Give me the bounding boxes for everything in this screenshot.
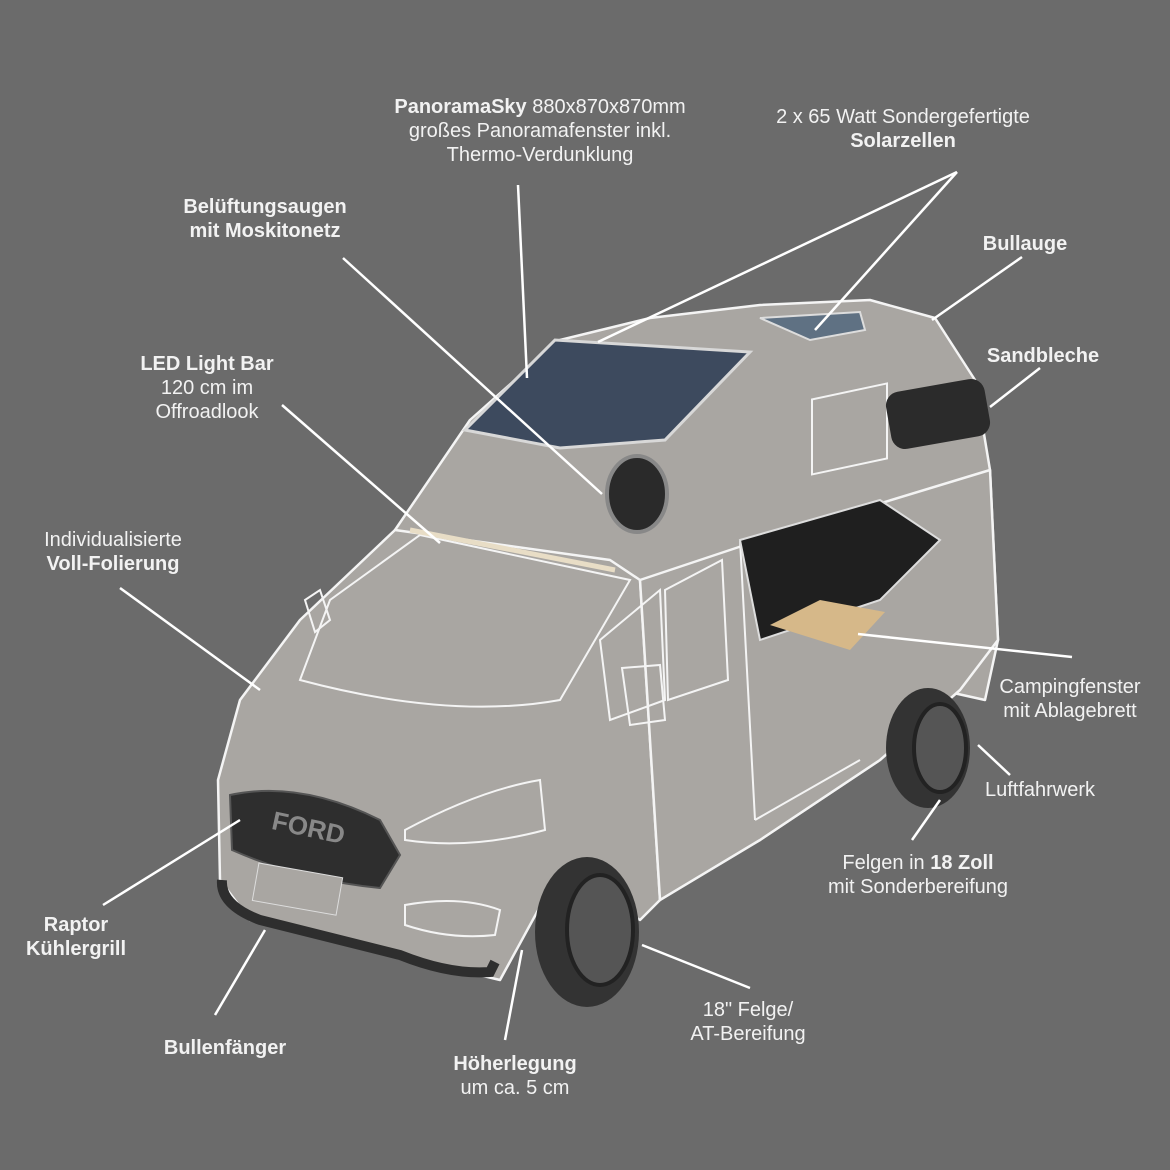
label-bullauge: Bullauge — [982, 233, 1068, 255]
label-felge18: 18" Felge/ AT-Bereifung — [690, 998, 805, 1046]
label-hoeherlegung-title: Höherlegung — [453, 1053, 577, 1075]
label-raptor: Raptor Kühlergrill — [26, 913, 126, 961]
arrow-panorama — [516, 184, 529, 379]
label-hoeherlegung-line2: um ca. 5 cm — [460, 1077, 570, 1099]
label-folierung: Individualisierte Voll-Folierung — [44, 528, 182, 576]
arrow-belueftung — [342, 257, 603, 495]
headlight — [404, 778, 547, 845]
label-campingfenster-line2: mit Ablagebrett — [1003, 700, 1137, 722]
label-panoramasky-line3: Thermo-Verdunklung — [446, 144, 634, 166]
label-felgen-pre: Felgen in — [842, 852, 931, 874]
bull-bar — [216, 879, 500, 978]
rear-wheel — [886, 688, 970, 808]
shelf-board — [770, 600, 885, 650]
license-plate — [251, 862, 344, 916]
front-wheel — [535, 857, 639, 1007]
label-felgen-size: 18 Zoll — [930, 852, 994, 874]
sand-ladders — [885, 378, 991, 450]
arrow-bullenfaenger — [213, 929, 267, 1016]
label-felgen-line2: mit Sonderbereifung — [827, 876, 1009, 898]
label-solar-title: Solarzellen — [850, 130, 956, 152]
label-raptor-line1: Raptor — [43, 914, 109, 936]
label-folierung-line1: Individualisierte — [44, 529, 182, 551]
arrow-bullauge — [931, 255, 1023, 322]
mirror — [303, 588, 332, 634]
arrow-led — [281, 404, 441, 544]
label-panoramasky-size: 880x870x870mm — [526, 96, 686, 118]
porthole — [605, 454, 669, 534]
label-panoramasky: PanoramaSky 880x870x870mm großes Panoram… — [394, 95, 685, 167]
label-led-line2: 120 cm im — [160, 377, 254, 399]
label-luftfahrwerk: Luftfahrwerk — [984, 779, 1096, 801]
arrow-luftfahrwerk — [977, 744, 1011, 776]
arrow-solar-1 — [597, 170, 958, 344]
arrow-hoeherlegung — [503, 949, 524, 1041]
sliding-door — [739, 539, 861, 821]
label-sandbleche: Sandbleche — [986, 345, 1100, 367]
solar-panel — [759, 310, 867, 342]
panorama-window — [461, 338, 754, 450]
label-led: LED Light Bar 120 cm im Offroadlook — [140, 352, 273, 424]
arrow-sandbleche — [989, 367, 1041, 408]
label-belueftung: Belüftungsaugen mit Moskitonetz — [183, 195, 346, 243]
label-solar-line1: 2 x 65 Watt Sondergefertigte — [776, 106, 1030, 128]
label-raptor-line2: Kühlergrill — [25, 938, 127, 960]
label-campingfenster-line1: Campingfenster — [999, 676, 1141, 698]
label-hoeherlegung: Höherlegung um ca. 5 cm — [453, 1052, 576, 1100]
camping-window — [738, 498, 942, 642]
callout-lines — [102, 170, 1073, 1041]
fog-light — [404, 900, 502, 938]
front-window — [598, 587, 667, 722]
label-felge18-line1: 18" Felge/ — [702, 999, 794, 1021]
label-belueftung-line2: mit Moskitonetz — [189, 220, 341, 242]
arrow-solar-2 — [814, 171, 958, 331]
side-door-window — [663, 558, 730, 702]
arrow-folierung — [119, 586, 261, 692]
led-bar — [409, 527, 616, 573]
label-led-line3: Offroadlook — [155, 401, 259, 423]
label-bullenfaenger: Bullenfänger — [163, 1037, 287, 1059]
windshield — [298, 533, 632, 708]
label-felge18-line2: AT-Bereifung — [690, 1023, 806, 1045]
label-led-title: LED Light Bar — [140, 353, 274, 375]
label-felgen: Felgen in 18 Zoll mit Sonderbereifung — [828, 851, 1008, 899]
label-belueftung-line1: Belüftungsaugen — [183, 196, 347, 218]
arrow-felgen — [910, 799, 942, 841]
label-folierung-title: Voll-Folierung — [46, 553, 180, 575]
label-panoramasky-title: PanoramaSky — [394, 96, 527, 118]
side-window-small — [811, 382, 888, 476]
arrow-felge18 — [641, 943, 751, 990]
label-panoramasky-line2: großes Panoramafenster inkl. — [408, 120, 672, 142]
arrow-raptor — [102, 818, 241, 907]
label-campingfenster: Campingfenster mit Ablagebrett — [999, 675, 1140, 723]
label-solar: 2 x 65 Watt Sondergefertigte Solarzellen — [776, 105, 1030, 153]
arrow-camping — [857, 632, 1073, 659]
side-mirror — [620, 663, 667, 727]
